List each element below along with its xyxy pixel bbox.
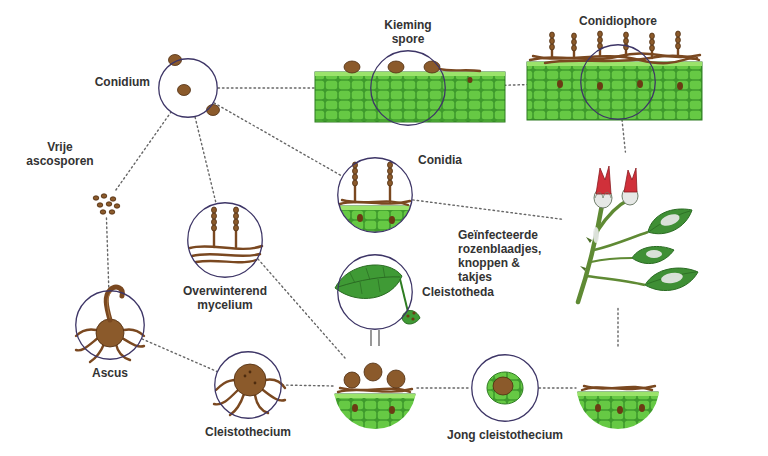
circle-outline: [75, 290, 145, 360]
lifecycle-link: [142, 339, 217, 371]
leaf-tissue: [527, 31, 702, 120]
stage-circle: Overwinterend mycelium: [187, 202, 263, 278]
cleistothecia-illustration: [330, 363, 425, 434]
circle-outline: [580, 44, 656, 120]
circle-outline: [188, 203, 263, 278]
stage-label: Cleistothecium: [205, 425, 291, 439]
stage-label: Overwinterend mycelium: [178, 284, 273, 312]
rose-branch: [578, 166, 698, 302]
stage-circle: Conidia: [337, 157, 413, 233]
cycle-link: [258, 259, 618, 388]
stage-circle: Jong cleistothecium: [471, 354, 539, 422]
circle-outline: [581, 45, 656, 120]
circle-outline: [338, 255, 413, 330]
ascospores: [93, 194, 120, 214]
mycelium-on-leaf: [575, 386, 665, 432]
cleistothecium-illustration: [214, 364, 285, 415]
stage-label: Kieming spore: [377, 18, 439, 46]
circle-outline: [337, 254, 413, 330]
stage-area: Vrije ascosporen: [88, 190, 124, 218]
lifecycle-link: [413, 200, 562, 219]
stage-label: Jong cleistothecium: [447, 428, 563, 442]
conidium-spores: [169, 55, 220, 116]
stage-label: Cleistotheda: [422, 285, 494, 299]
lifecycle-link: [195, 117, 216, 203]
circle-outline: [214, 351, 282, 419]
stage-circle: Cleistotheda: [337, 254, 413, 330]
stage-label: Ascus: [92, 366, 128, 380]
stage-label: Geïnfecteerde rozenblaadjes, knoppen & t…: [458, 228, 554, 284]
lifecycle-link: [106, 218, 108, 290]
stage-circle: Conidium: [158, 58, 218, 118]
young-cleistothecium: [487, 372, 523, 404]
mycelium-illustration: [190, 207, 262, 262]
circle-outline: [338, 158, 413, 233]
circle-outline: [158, 58, 218, 118]
circle-outline: [159, 59, 218, 118]
circle-outline: [187, 202, 263, 278]
stage-label: Conidia: [418, 153, 462, 167]
circle-outline: [371, 51, 446, 126]
circle-outline: [370, 50, 446, 126]
circle-outline: [215, 352, 282, 419]
ascus-illustration: [76, 287, 144, 362]
stage-circle: Ascus: [75, 290, 145, 360]
stage-circle: Cleistothecium: [214, 351, 282, 419]
stage-label: Conidium: [95, 75, 150, 89]
stage-area: Geïnfecteerde rozenblaadjes, knoppen & t…: [562, 152, 705, 305]
stage-circle: Conidiophore: [580, 44, 656, 120]
stage-label: Conidiophore: [579, 14, 657, 28]
lifecycle-link: [622, 120, 625, 152]
circle-outline: [471, 354, 539, 422]
circle-outline: [76, 291, 145, 360]
leaf-tissue: [315, 61, 505, 122]
lifecycle-link: [116, 112, 171, 190]
stage-label: Vrije ascosporen: [21, 140, 99, 168]
circle-outline: [472, 355, 539, 422]
stage-circle: Kieming spore: [370, 50, 446, 126]
circle-outline: [337, 157, 413, 233]
